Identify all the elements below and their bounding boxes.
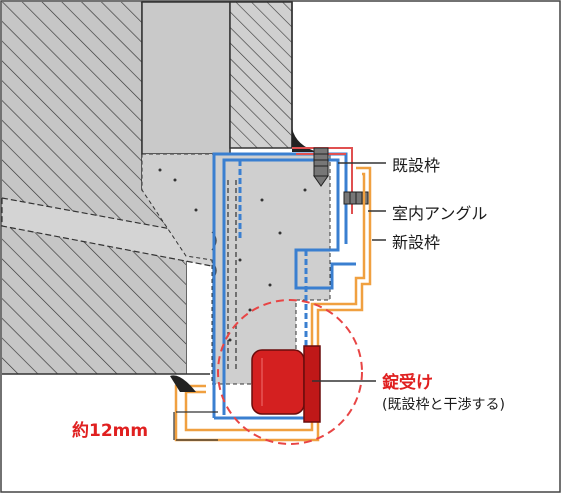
sealant-corner: [170, 375, 196, 392]
label-interior-angle: 室内アングル: [392, 204, 488, 223]
screw-icon: [313, 147, 329, 187]
upper-block: [141, 1, 318, 155]
label-new-frame: 新設枠: [392, 233, 441, 252]
highlight-circle: [217, 299, 363, 445]
screw-icon-2: [343, 191, 369, 205]
new-frame: [174, 166, 372, 442]
label-strike-note: (既設枠と干渉する): [382, 397, 505, 413]
label-existing-frame: 既設枠: [392, 156, 441, 175]
lock-strike: [251, 345, 321, 423]
dimension-lines: [173, 411, 218, 441]
label-dimension: 約12mm: [72, 421, 149, 441]
leader-lines: [312, 162, 386, 382]
label-strike: 錠受け: [382, 373, 433, 393]
